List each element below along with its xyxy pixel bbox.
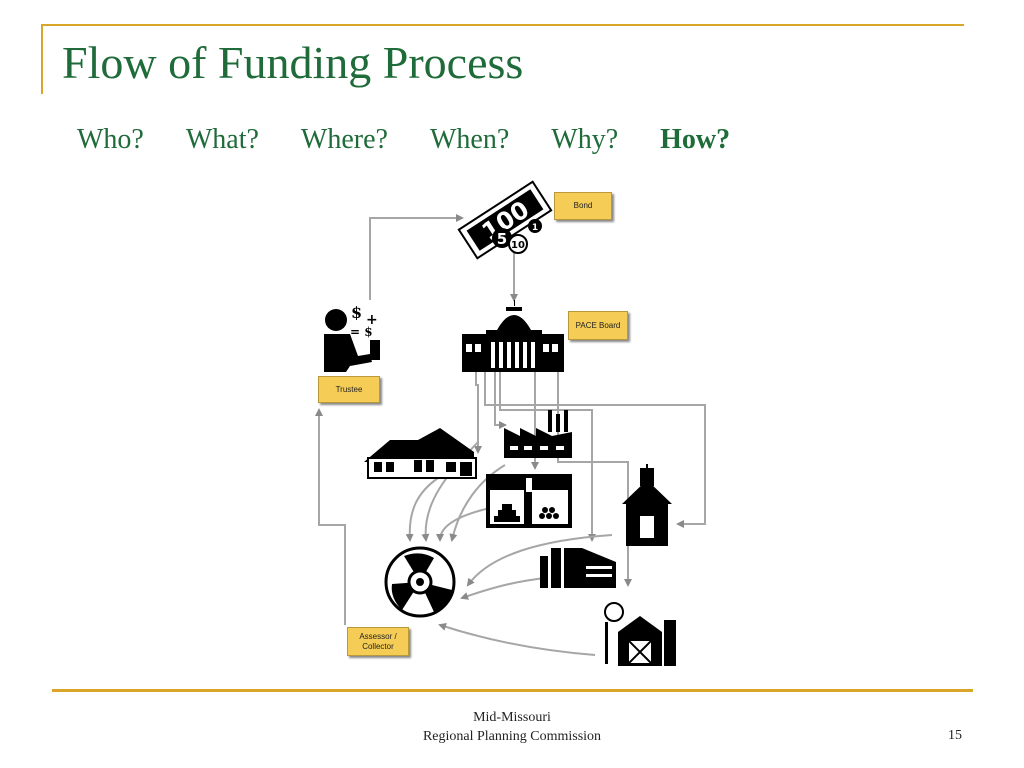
warehouse-icon: [540, 548, 616, 588]
arrow-factory-to-assessor: [449, 464, 506, 542]
left-accent-rule: [41, 24, 43, 94]
arrow-school-to-assessor: [466, 534, 613, 587]
fan-wheel-icon: [384, 546, 456, 618]
label-assessor-line1: Assessor /: [359, 631, 397, 641]
label-bond: Bond: [554, 192, 612, 220]
footer-accent-rule: [52, 689, 973, 692]
arrow-board-to-warehouse: [499, 372, 596, 542]
arrow-board-to-house: [474, 372, 482, 454]
label-pace-board: PACE Board: [568, 311, 628, 340]
question-what: What?: [185, 124, 259, 155]
label-assessor-line2: Collector: [362, 641, 394, 651]
footer-org-line2: Regional Planning Commission: [422, 729, 602, 744]
arrow-assessor-to-trustee: [315, 408, 346, 625]
calc-plus: +: [366, 312, 378, 328]
question-who: Who?: [77, 124, 144, 155]
house-icon: [364, 428, 477, 479]
arrow-house-to-assessor: [405, 477, 439, 542]
footer-organization: Mid-Missouri Regional Planning Commissio…: [0, 708, 1024, 746]
arrow-board-to-factory: [494, 372, 507, 429]
label-assessor-collector: Assessor / Collector: [347, 627, 409, 656]
question-how: How?: [660, 124, 731, 155]
storefront-icon: [486, 474, 572, 528]
arrow-warehouse-to-assessor: [460, 577, 546, 600]
capitol-building-icon: [462, 300, 564, 372]
arrow-board-to-school: [484, 372, 706, 528]
question-row: Who? What? Where? When? Why? How?: [77, 126, 772, 154]
arrow-trustee-to-bond: [369, 214, 464, 300]
page-number: 15: [948, 728, 962, 743]
schoolhouse-icon: [622, 464, 672, 546]
money-icon: 100 5 10 1: [457, 180, 553, 260]
question-why: Why?: [551, 124, 619, 155]
calc-equals: = $: [350, 325, 373, 339]
calc-dollar: $: [351, 303, 362, 322]
coin-ten: 10: [511, 240, 525, 251]
coin-one: 1: [532, 223, 538, 233]
question-where: Where?: [300, 124, 388, 155]
slide-title: Flow of Funding Process: [62, 37, 524, 88]
arrow-farm-to-assessor: [438, 623, 596, 656]
arrow-shop-to-assessor: [436, 507, 491, 542]
coin-five: 5: [497, 230, 507, 248]
question-when: When?: [429, 124, 510, 155]
trustee-person-icon: $ + = $: [324, 303, 380, 372]
label-trustee: Trustee: [318, 376, 380, 403]
top-accent-rule: [41, 24, 964, 26]
factory-icon: [504, 410, 572, 458]
barn-farm-icon: [604, 602, 676, 666]
footer-org-line1: Mid-Missouri: [473, 710, 551, 725]
